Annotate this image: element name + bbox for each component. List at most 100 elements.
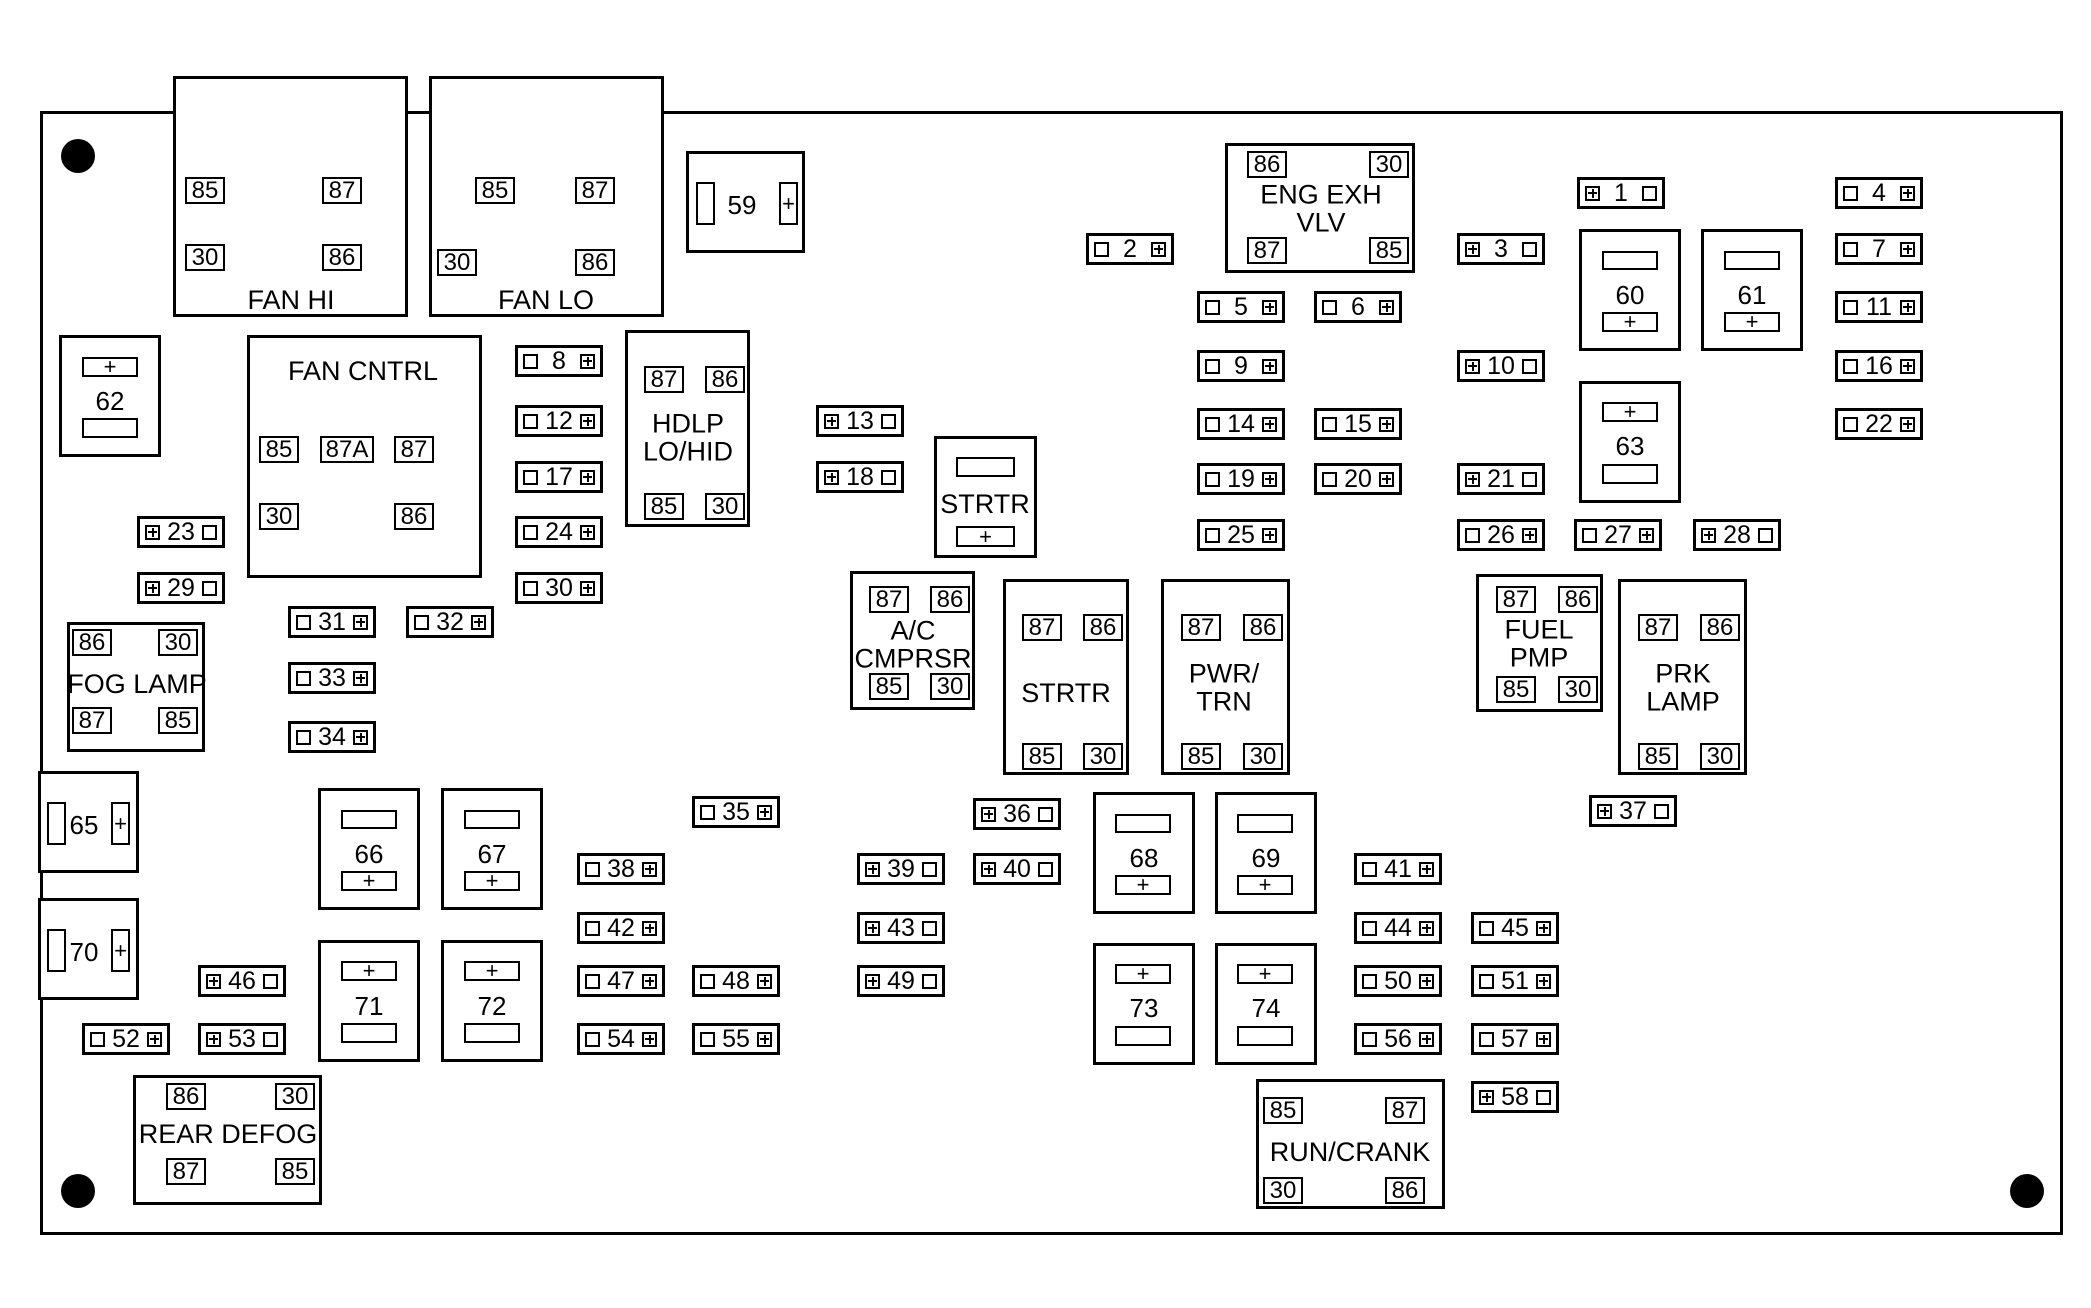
plus-terminal-icon (1479, 1089, 1494, 1105)
relay-pin-85: 85 (1263, 1097, 1303, 1124)
terminal-icon (585, 973, 600, 989)
mini-fuse-number: 41 (1384, 854, 1412, 883)
maxi-fuse-number: 66 (354, 839, 384, 869)
plus-icon: + (956, 525, 1015, 547)
relay-pin-87: 87 (1022, 614, 1062, 641)
relay-pin-85: 85 (869, 673, 909, 700)
mini-fuse-number: 39 (887, 854, 915, 883)
plus-icon: + (464, 870, 520, 892)
relay-label: FAN CNTRL (287, 355, 439, 386)
plus-terminal-icon (1900, 185, 1915, 201)
terminal-icon (263, 1031, 278, 1047)
relay-pin-30: 30 (259, 503, 299, 530)
terminal-icon (1205, 358, 1220, 374)
mini-fuse-number: 58 (1501, 1082, 1529, 1111)
plus-terminal-icon (1379, 416, 1394, 432)
relay-pin-30: 30 (158, 629, 198, 656)
plus-terminal-icon (353, 614, 368, 630)
plus-terminal-icon (580, 469, 595, 485)
mini-fuse-28: 28 (1693, 519, 1781, 551)
terminal-icon (1205, 471, 1220, 487)
relay-pin-86: 86 (1385, 1177, 1425, 1204)
mini-fuse-number: 21 (1487, 464, 1515, 493)
mini-fuse-16: 16 (1835, 350, 1923, 382)
relay-label: FUEL PMP (1504, 614, 1574, 673)
relay-pin-85: 85 (259, 436, 299, 463)
mini-fuse-number: 17 (545, 462, 573, 491)
mini-fuse-number: 5 (1234, 292, 1248, 321)
terminal-icon (1465, 527, 1480, 543)
relay-pin-86: 86 (705, 366, 745, 393)
mini-fuse-number: 53 (228, 1024, 256, 1053)
mini-fuse-40: 40 (973, 853, 1061, 885)
mini-fuse-number: 52 (112, 1024, 140, 1053)
relay-pin-85: 85 (1022, 743, 1062, 770)
fuse-terminal-slot (1115, 1026, 1171, 1046)
mini-fuse-11: 11 (1835, 291, 1923, 323)
plus-icon: + (1602, 311, 1658, 333)
plus-terminal-icon (206, 973, 221, 989)
plus-terminal-icon (1151, 241, 1166, 257)
relay-pin-30: 30 (1558, 676, 1598, 703)
plus-terminal-icon (865, 920, 880, 936)
mini-fuse-number: 18 (846, 462, 874, 491)
relay-pin-85: 85 (1496, 676, 1536, 703)
relay-pin-86: 86 (1700, 614, 1740, 641)
relay-pin-85: 85 (644, 493, 684, 520)
mini-fuse-number: 37 (1619, 796, 1647, 825)
terminal-icon (263, 973, 278, 989)
plus-terminal-icon (145, 524, 160, 540)
maxi-fuse-number: 59 (727, 190, 757, 220)
terminal-icon (922, 920, 937, 936)
mini-fuse-30: 30 (515, 572, 603, 604)
plus-terminal-icon (1522, 527, 1537, 543)
terminal-icon (881, 413, 896, 429)
terminal-icon (1843, 299, 1858, 315)
plus-terminal-icon (1419, 861, 1434, 877)
mini-fuse-41: 41 (1354, 853, 1442, 885)
mini-fuse-33: 33 (288, 662, 376, 694)
relay-pin-86: 86 (394, 503, 434, 530)
terminal-icon (1479, 973, 1494, 989)
mini-fuse-number: 56 (1384, 1024, 1412, 1053)
mini-fuse-1: 1 (1577, 177, 1665, 209)
relay-label: A/C CMPRSR (854, 615, 972, 674)
mini-fuse-number: 36 (1003, 799, 1031, 828)
relay-pin-30: 30 (1083, 743, 1123, 770)
terminal-icon (1205, 527, 1220, 543)
fuse-terminal-slot (82, 418, 138, 438)
plus-terminal-icon (1585, 185, 1600, 201)
plus-icon: + (1115, 963, 1171, 985)
mini-fuse-38: 38 (577, 853, 665, 885)
plus-terminal-icon (1900, 299, 1915, 315)
mini-fuse-34: 34 (288, 721, 376, 753)
terminal-icon (296, 670, 311, 686)
mini-fuse-3: 3 (1457, 233, 1545, 265)
mini-fuse-44: 44 (1354, 912, 1442, 944)
fuse-terminal-slot (1602, 464, 1658, 484)
mini-fuse-51: 51 (1471, 965, 1559, 997)
relay-pin-87: 87 (1247, 237, 1287, 264)
plus-icon: + (111, 802, 130, 845)
mini-fuse-number: 51 (1501, 966, 1529, 995)
relay-label: REAR DEFOG (138, 1118, 318, 1149)
relay-pin-86: 86 (72, 629, 112, 656)
mini-fuse-number: 7 (1872, 234, 1886, 263)
maxi-fuse-number: 69 (1251, 843, 1281, 873)
mini-fuse-23: 23 (137, 516, 225, 548)
mini-fuse-52: 52 (82, 1023, 170, 1055)
mini-fuse-4: 4 (1835, 177, 1923, 209)
plus-terminal-icon (1536, 920, 1551, 936)
relay-label: STRTR (940, 488, 1030, 519)
mini-fuse-number: 23 (167, 517, 195, 546)
relay-pin-85: 85 (275, 1158, 315, 1185)
plus-terminal-icon (1262, 416, 1277, 432)
relay-pin-86: 86 (1243, 614, 1283, 641)
mini-fuse-42: 42 (577, 912, 665, 944)
terminal-icon (1094, 241, 1109, 257)
relay-label: PWR/ TRN (1188, 658, 1260, 717)
relay-pin-30: 30 (705, 493, 745, 520)
relay-pin-30: 30 (1369, 151, 1409, 178)
mini-fuse-54: 54 (577, 1023, 665, 1055)
mini-fuse-number: 33 (318, 663, 346, 692)
